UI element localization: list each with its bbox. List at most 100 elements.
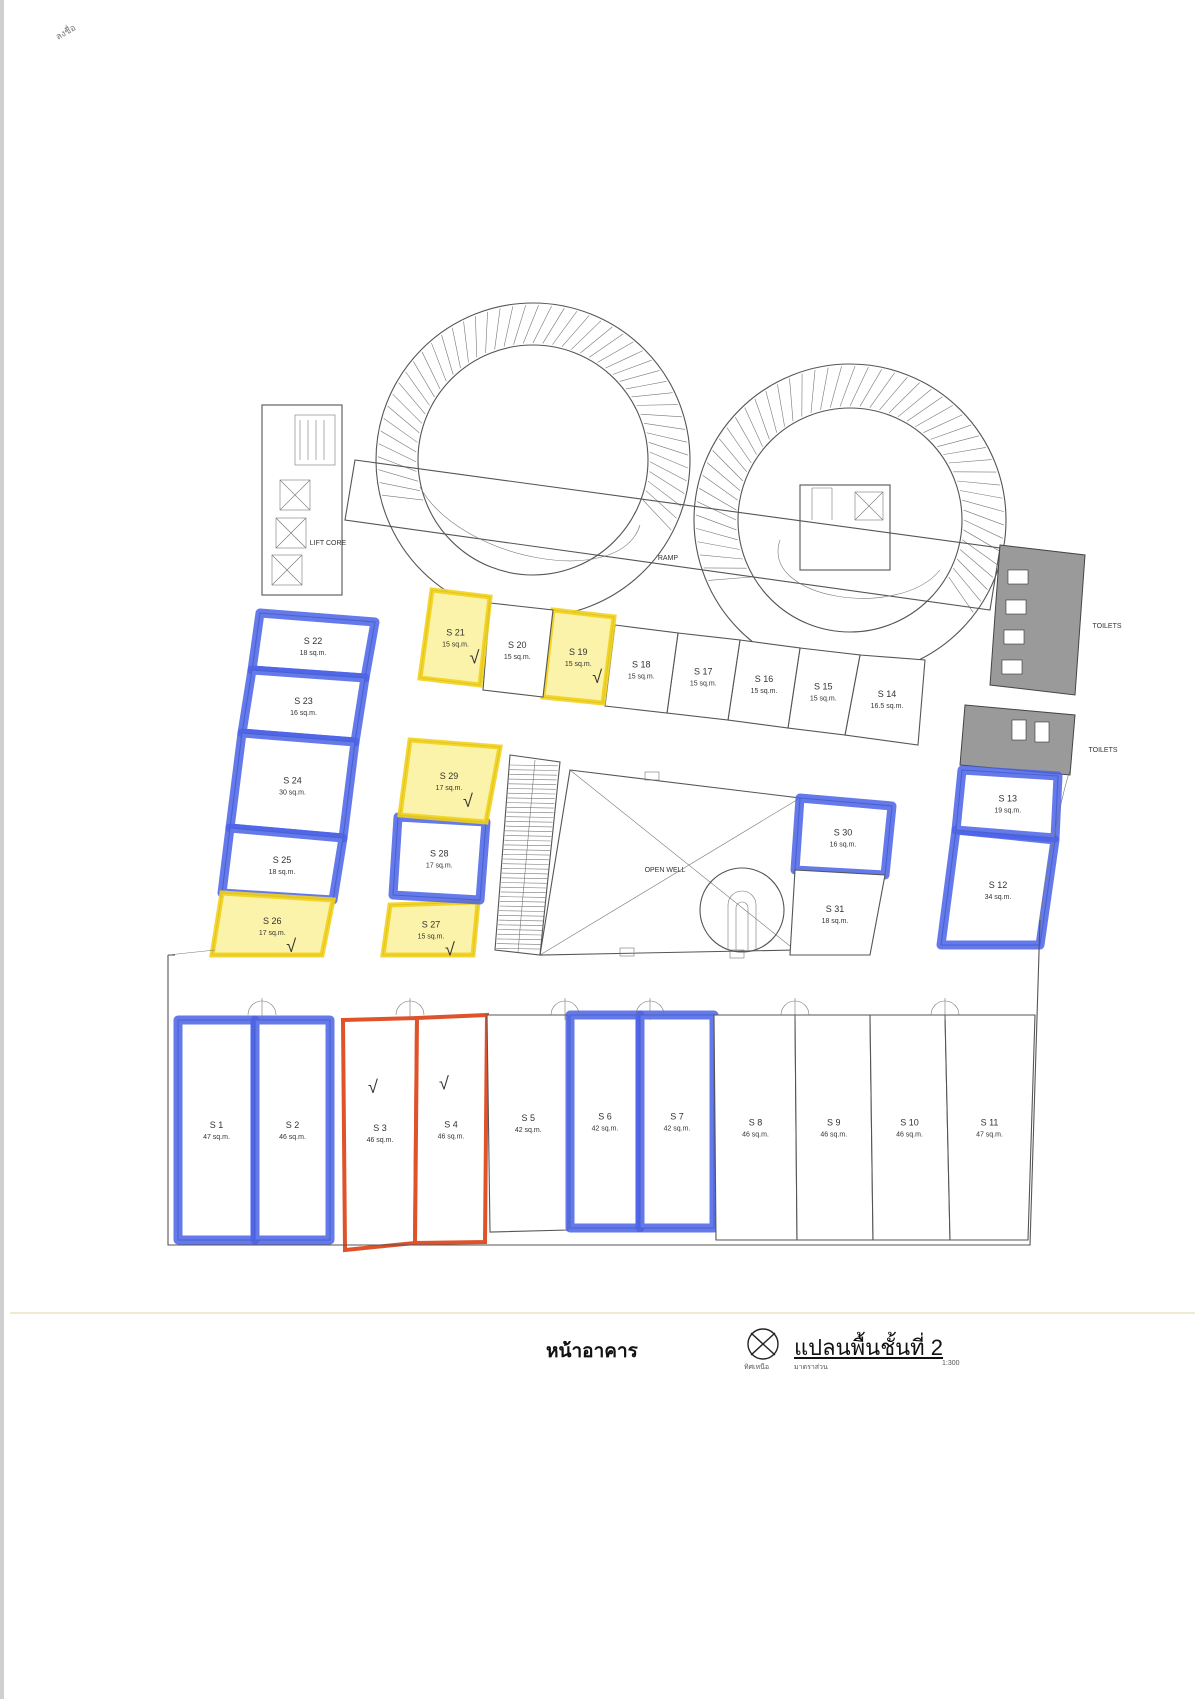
unit-area: 42 sq.m. — [592, 1126, 619, 1133]
shop-outline — [713, 1014, 798, 1241]
scale-note: 1:300 — [942, 1360, 960, 1367]
shop-outline — [944, 1014, 1036, 1241]
unit-id: S 25 — [273, 855, 292, 865]
highlight-blue — [635, 1010, 719, 1233]
spiral-stair — [699, 867, 785, 953]
unit-area: 18 sq.m. — [269, 869, 296, 876]
building-outline — [167, 919, 1041, 1246]
unit-id: S 20 — [508, 640, 527, 650]
unit-area: 15 sq.m. — [418, 933, 445, 940]
ramp-circle-left — [375, 302, 691, 618]
unit-area: 46 sq.m. — [896, 1132, 923, 1139]
shop-unit: S 542 sq.m. — [486, 1014, 569, 1233]
highlight-blue — [951, 765, 1063, 843]
shop-outline — [399, 739, 501, 823]
check-mark: √ — [368, 1077, 378, 1097]
unit-area: 15 sq.m. — [504, 654, 531, 661]
unit-area: 42 sq.m. — [664, 1126, 691, 1133]
core-lift — [854, 491, 884, 521]
unit-area: 46 sq.m. — [438, 1134, 465, 1141]
unit-area: 47 sq.m. — [203, 1134, 230, 1141]
ramp-curve-left — [419, 486, 641, 562]
shop-outline — [177, 1019, 256, 1241]
highlight-yellow — [380, 899, 481, 958]
shop-unit: S 21 15 sq.m.√ — [417, 587, 493, 688]
toilets-top-label: TOILETS — [1092, 623, 1121, 630]
unit-area: 18 sq.m. — [300, 650, 327, 657]
unit-id: S 14 — [878, 689, 897, 699]
unit-area: 16 sq.m. — [830, 841, 857, 848]
shop-unit: S 246 sq.m. — [250, 1015, 335, 1245]
shop-outline — [392, 816, 487, 901]
highlight-yellow — [209, 890, 337, 958]
unit-area: 47 sq.m. — [976, 1132, 1003, 1139]
unit-area: 16 sq.m. — [290, 710, 317, 717]
unit-area: 17 sq.m. — [436, 785, 463, 792]
unit-id: S 5 — [521, 1113, 535, 1123]
lift-core — [261, 404, 343, 596]
check-mark: √ — [286, 936, 296, 956]
unit-id: S 11 — [981, 1118, 999, 1128]
shop-unit: S 11 47 sq.m. — [944, 1014, 1036, 1241]
unit-id: S 10 — [900, 1118, 919, 1128]
toilets-bottom-label: TOILETS — [1088, 747, 1117, 754]
lift-core-label: LIFT CORE — [310, 540, 347, 547]
shop-unit: S 147 sq.m. — [173, 1015, 260, 1245]
unit-id: S 22 — [304, 636, 323, 646]
shop-outline — [482, 602, 554, 698]
shop-outline — [486, 1014, 569, 1233]
highlight-red — [412, 1012, 490, 1246]
shop-unit: S 946 sq.m. — [794, 1014, 874, 1241]
shop-unit: S 28 17 sq.m. — [388, 812, 491, 905]
ramp-corridor — [344, 459, 1001, 611]
core-stair — [811, 487, 833, 520]
unit-area: 17 sq.m. — [426, 863, 453, 870]
core-box — [799, 484, 891, 571]
shop-unit: S 846 sq.m. — [713, 1014, 798, 1241]
check-mark: √ — [445, 939, 455, 959]
open-well-label: OPEN WELL — [645, 867, 686, 874]
shop-outline — [666, 632, 741, 721]
highlight-yellow — [397, 737, 503, 825]
unit-id: S 4 — [444, 1120, 458, 1130]
unit-id: S 28 — [430, 849, 449, 859]
plan-title: แปลนพื้นชั้นที่ 2 — [794, 1335, 944, 1360]
shop-unit: S 20 15 sq.m. — [482, 602, 554, 698]
unit-id: S 29 — [440, 771, 459, 781]
unit-id: S 12 — [989, 880, 1008, 890]
unit-id: S 13 — [998, 794, 1017, 804]
unit-id: S 8 — [749, 1118, 763, 1128]
building-edge-right — [1039, 769, 1071, 921]
unit-area: 15 sq.m. — [810, 696, 837, 703]
unit-area: 46 sq.m. — [820, 1132, 847, 1139]
open-well — [539, 769, 801, 959]
shop-unit: S 17 15 sq.m. — [666, 632, 741, 721]
ramp-circle-right — [693, 363, 1007, 677]
shop-unit: S 446 sq.m.√ — [412, 1012, 490, 1246]
shop-outline — [794, 1014, 874, 1241]
shop-outline — [569, 1014, 641, 1229]
shop-outline — [789, 869, 886, 956]
unit-id: S 7 — [670, 1112, 684, 1122]
check-mark: √ — [470, 648, 480, 668]
scale-subnote: มาตราส่วน — [794, 1364, 828, 1371]
front-of-building-label: หน้าอาคาร — [546, 1341, 638, 1362]
unit-id: S 21 — [446, 628, 465, 638]
unit-area: 15 sq.m. — [628, 673, 655, 680]
unit-area: 15 sq.m. — [690, 681, 717, 688]
unit-id: S 30 — [834, 827, 853, 837]
unit-area: 15 sq.m. — [565, 661, 592, 668]
shop-unit: S 642 sq.m. — [565, 1010, 645, 1233]
shop-outline — [727, 639, 801, 729]
unit-id: S 17 — [694, 667, 713, 677]
unit-area: 15 sq.m. — [442, 642, 469, 649]
shop-outline — [229, 732, 356, 839]
